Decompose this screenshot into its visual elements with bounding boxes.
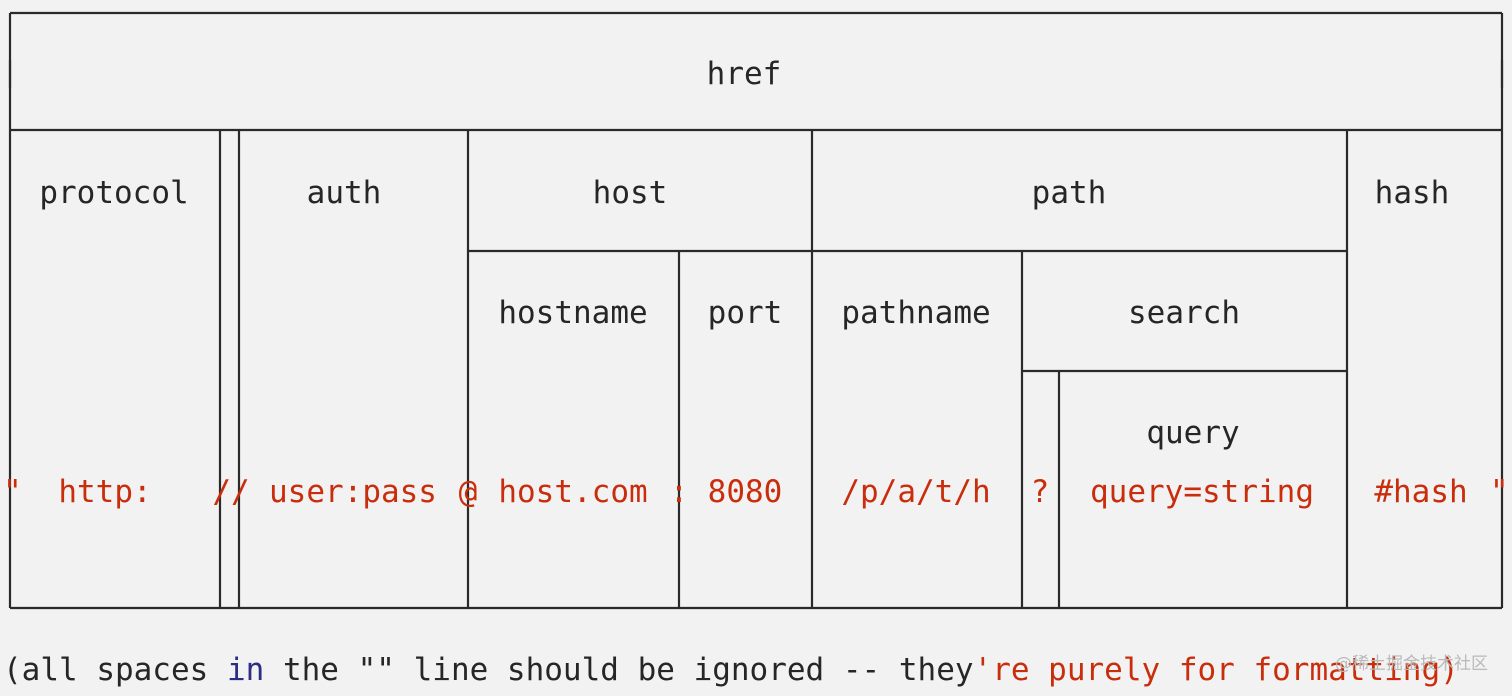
footnote-keyword-in: in <box>227 652 264 688</box>
url-open-quote: " <box>3 474 22 510</box>
footnote-quotes: "" <box>358 652 395 688</box>
footnote-string-part: 're purely for formatting) <box>974 652 1459 688</box>
diagram-lines <box>8 11 1504 610</box>
footnote-part-3: the <box>264 652 357 688</box>
footnote: (all spaces in the "" line should be ign… <box>3 652 1459 688</box>
url-colon: : <box>670 474 689 510</box>
url-question: ? <box>1031 474 1050 510</box>
footnote-part-1: (all spaces <box>3 652 227 688</box>
label-port: port <box>708 295 783 331</box>
url-close-quote: " <box>1490 474 1509 510</box>
label-hash: hash <box>1375 175 1450 211</box>
label-hostname: hostname <box>498 295 647 331</box>
watermark-text: @稀土掘金技术社区 <box>1335 654 1488 674</box>
label-href: href <box>707 56 782 92</box>
label-path: path <box>1032 175 1107 211</box>
url-at: @ <box>459 474 478 510</box>
footnote-part-5: line should be ignored -- they <box>395 652 974 688</box>
label-auth: auth <box>307 175 382 211</box>
url-protocol: http: <box>58 474 151 510</box>
url-hostname: host.com <box>498 474 647 510</box>
url-pathname: /p/a/t/h <box>841 474 990 510</box>
url-slashes: // <box>212 474 249 510</box>
label-host: host <box>593 175 668 211</box>
url-query: query=string <box>1090 474 1314 510</box>
url-auth: user:pass <box>269 474 437 510</box>
url-port: 8080 <box>708 474 783 510</box>
url-hash: #hash <box>1374 474 1467 510</box>
label-search: search <box>1128 295 1240 331</box>
label-pathname: pathname <box>841 295 990 331</box>
label-query: query <box>1146 415 1239 451</box>
label-protocol: protocol <box>39 175 188 211</box>
